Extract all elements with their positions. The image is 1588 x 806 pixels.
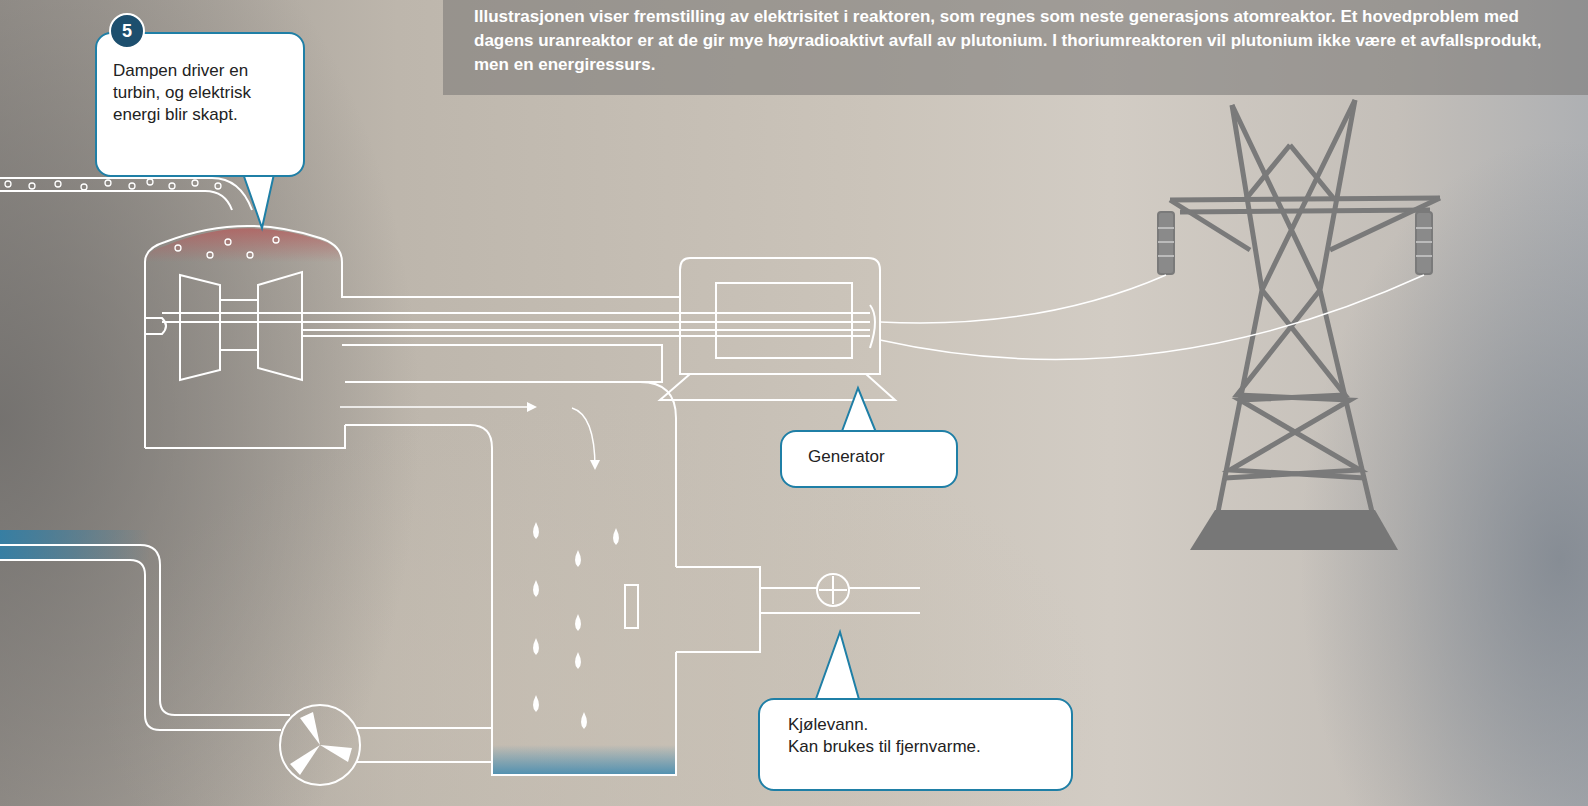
wire	[880, 275, 1424, 359]
pump-blade	[320, 745, 352, 762]
caption-band: Illustrasjonen viser fremstilling av ele…	[443, 0, 1588, 95]
turbine-housing	[145, 425, 345, 448]
callout-text: Dampen driver en turbin, og elektrisk en…	[113, 60, 287, 126]
condenser	[345, 425, 676, 775]
drop	[533, 522, 539, 539]
power-pylon	[1170, 100, 1440, 512]
bubble	[169, 183, 175, 189]
callout-text: Kan brukes til fjernvarme.	[788, 736, 1043, 758]
bubble	[29, 183, 35, 189]
pump	[280, 705, 360, 785]
condensate-tint	[492, 745, 676, 775]
feed-pipe	[356, 728, 492, 762]
pump-blades	[290, 712, 352, 775]
pump-blade	[290, 745, 320, 775]
callout-number: 5	[109, 13, 145, 49]
bubble	[5, 181, 11, 187]
shaft	[162, 313, 870, 336]
bubble	[175, 245, 181, 251]
insulators	[1158, 212, 1432, 274]
drop	[581, 712, 587, 729]
drop	[575, 652, 581, 669]
bubble	[225, 239, 231, 245]
insulator-rings	[1158, 228, 1432, 256]
generator-housing	[680, 258, 880, 374]
generator-core	[716, 283, 852, 358]
pylon-lattice	[1170, 145, 1440, 250]
bubble	[247, 252, 253, 258]
callout-text: Generator	[808, 446, 930, 468]
drop	[533, 695, 539, 712]
fan-blades	[819, 576, 847, 604]
drop	[613, 528, 619, 545]
bubble	[273, 237, 279, 243]
pylon-leg	[1218, 105, 1262, 512]
feed-pipe	[0, 560, 281, 730]
bubble	[81, 184, 87, 190]
wire	[880, 275, 1166, 323]
bubble	[215, 183, 221, 189]
turbine-link	[220, 300, 258, 350]
steam-pipe	[0, 178, 252, 210]
callout-text: Kjølevann.	[788, 714, 1043, 736]
power-lines	[880, 275, 1424, 359]
cooling-exchanger	[676, 567, 760, 652]
bubble	[147, 179, 153, 185]
bubble	[129, 183, 135, 189]
bubble	[207, 252, 213, 258]
drop	[533, 580, 539, 597]
callout-box: Dampen driver en turbin, og elektrisk en…	[95, 32, 305, 177]
steam-bubbles	[5, 179, 279, 258]
drop	[533, 638, 539, 655]
flow-arrow	[340, 406, 535, 408]
pylon-lattice	[1225, 290, 1365, 478]
turbine-housing	[342, 345, 662, 382]
pylon-crossarm	[1180, 210, 1430, 212]
plant-outline	[0, 178, 920, 785]
cooling-pipe	[760, 588, 920, 613]
steam-pipe	[0, 191, 232, 210]
drop	[575, 550, 581, 567]
turbine-blade	[258, 272, 302, 380]
steam-duct	[345, 382, 676, 567]
pylon-base	[1190, 510, 1398, 550]
steam-heat-tint	[145, 228, 342, 262]
turbine-blade	[180, 275, 220, 380]
generator-end	[870, 305, 875, 348]
bubble	[105, 180, 111, 186]
callout-box: Kjølevann.Kan brukes til fjernvarme.	[758, 698, 1073, 791]
callout-box: Generator	[780, 430, 958, 488]
cooling-element	[625, 585, 638, 628]
flow-arrow	[572, 408, 595, 468]
pump-blade	[300, 712, 320, 745]
drop	[575, 614, 581, 631]
caption-text: Illustrasjonen viser fremstilling av ele…	[474, 5, 1564, 77]
bubble	[55, 181, 61, 187]
condensate-drops	[533, 522, 619, 729]
bearing	[145, 318, 166, 334]
cooling-fan	[817, 574, 849, 606]
bubble	[192, 180, 198, 186]
